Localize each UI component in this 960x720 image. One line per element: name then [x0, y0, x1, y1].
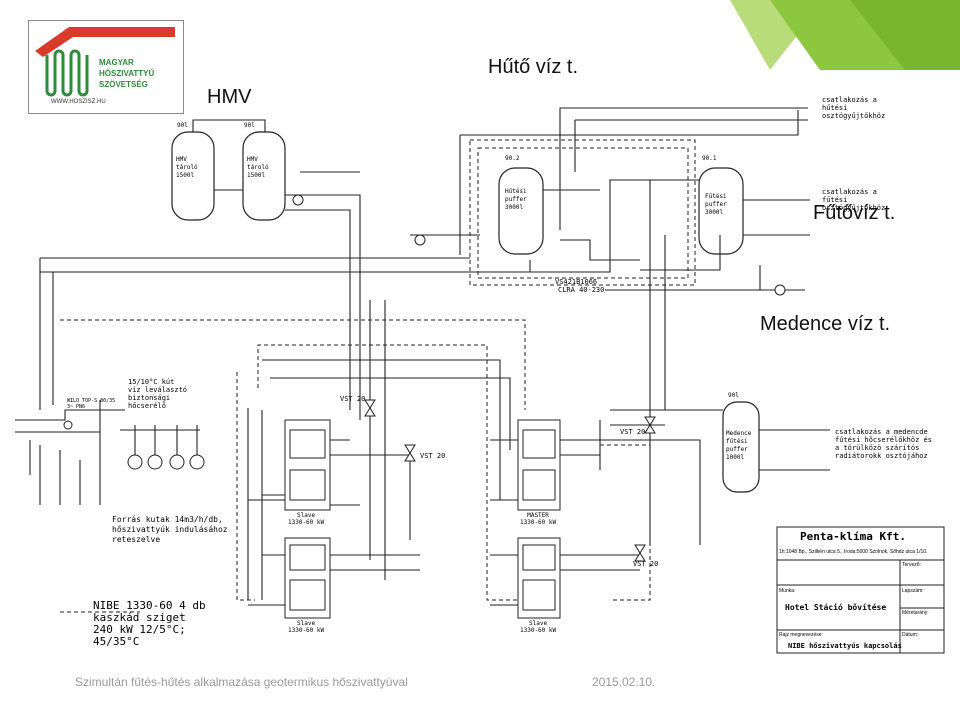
titleblock-address: 1h:1048 Bp., Szilkén utca 5., Iroda:5000…	[779, 549, 928, 555]
footer-date: 2015.02.10.	[592, 675, 656, 689]
tank-medence-shape	[722, 401, 760, 493]
label-medence-viz: Medence víz t.	[760, 313, 891, 335]
titleblock-munka-label: Munka:	[779, 588, 796, 594]
titleblock-meretarany: Méretarány:	[902, 610, 929, 616]
footer-title: Szimultán fűtés-hűtés alkalmazása geoter…	[75, 675, 408, 689]
titleblock-frame	[776, 526, 945, 654]
tank-medence-cap: 90l	[728, 392, 739, 399]
titleblock-rajz: NIBE hőszivattyús kapcsolás	[788, 642, 902, 650]
tank-hutesi-cap: 90.2	[505, 155, 520, 162]
titleblock-datum: Dátum:	[902, 632, 919, 638]
logo-text: MAGYAR HŐSZIVATTYÚ SZÖVETSÉG	[99, 58, 155, 89]
valve-code: VS421B1066	[555, 278, 598, 286]
vst-label-2: VST 20	[420, 452, 446, 460]
tank-hmv2-shape	[242, 131, 286, 221]
logo-mark-icon	[35, 27, 175, 97]
titleblock-lapszam: Lapszám:	[902, 588, 924, 594]
titleblock-tervezo: Tervezõ:	[902, 562, 921, 568]
slide-decoration	[730, 0, 960, 70]
tank-futesi-shape	[698, 167, 744, 255]
label-huto-viz: Hűtő víz t.	[488, 56, 579, 78]
logo: MAGYAR HŐSZIVATTYÚ SZÖVETSÉG WWW.HOSZISZ…	[28, 20, 184, 114]
vst-label-4: VST 20	[633, 560, 659, 568]
forras-note: Forrás kutak 14m3/h/db,hőszivattyúk indu…	[112, 515, 228, 544]
tank-hmv1-cap: 90l	[177, 122, 188, 129]
vst-label-1: VST 20	[340, 395, 366, 403]
label-futoviz: Fűtővíz t.	[813, 202, 896, 224]
logo-url: WWW.HOSZISZ.HU	[51, 99, 106, 105]
tank-hmv2-cap: 90l	[244, 122, 255, 129]
titleblock-company: Penta-klíma Kft.	[800, 530, 906, 543]
titleblock-munka: Hotel Stáció bővítése	[785, 603, 887, 612]
titleblock-rajz-label: Rajz megnevezése:	[779, 632, 823, 638]
clra-label: CLRA 40-230	[558, 286, 605, 294]
label-hmv: HMV	[207, 86, 252, 108]
tank-futesi-cap: 90.1	[702, 155, 717, 162]
tank-hutesi-shape	[498, 167, 544, 255]
vst-label-3: VST 20	[620, 428, 646, 436]
